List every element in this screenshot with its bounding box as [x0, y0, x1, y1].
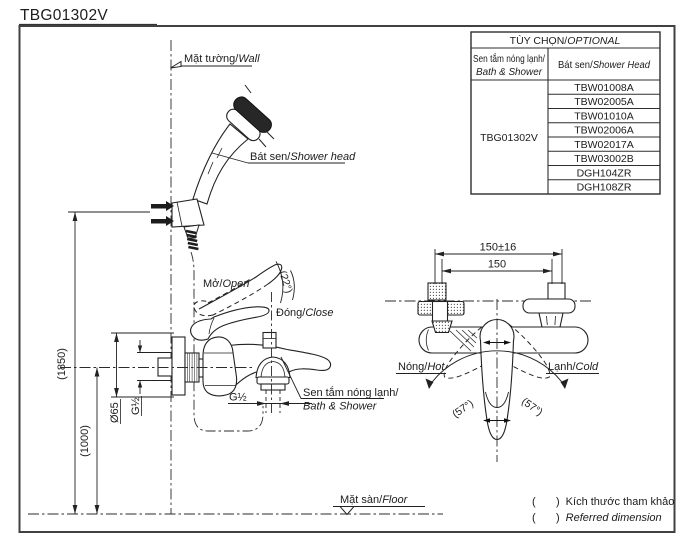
svg-text:150±16: 150±16: [480, 242, 517, 254]
legend: ( )Kích thước tham khảo ( )Referred dime…: [532, 496, 674, 524]
open-label: Mở/Open: [203, 278, 249, 290]
table-title: TÙY CHỌN/OPTIONAL: [510, 34, 621, 47]
cold-union: [522, 282, 576, 328]
svg-text:Nóng/Hot: Nóng/Hot: [398, 361, 445, 373]
close-label: Đóng/Close: [276, 307, 333, 319]
col-bath-shower-en: Bath & Shower: [476, 66, 542, 78]
options-table: TÙY CHỌN/OPTIONAL Sen tắm nóng lạnh/ Bat…: [470, 31, 661, 195]
svg-text:(1000): (1000): [79, 425, 91, 457]
floor-label: Mặt sàn/Floor: [333, 494, 425, 516]
wall-label: Mặt tường/Wall: [170, 53, 260, 69]
head-option-5: TBW02017A: [574, 139, 634, 151]
col-shower-head: Bát sen/Shower Head: [558, 59, 651, 71]
shower-head-label: Bát sen/Shower head: [211, 151, 356, 164]
faucet-front-view: 150±16 150 (57°) (57°) Nóng/Hot Lạnh/Col…: [385, 242, 599, 462]
svg-text:Bát sen/Shower head: Bát sen/Shower head: [250, 151, 356, 163]
head-option-8: DGH108ZR: [577, 182, 632, 194]
svg-text:(: (: [532, 496, 536, 508]
page-border: [18, 25, 676, 533]
svg-text:150: 150: [488, 259, 506, 271]
bath-shower-label: Sen tắm nóng lạnh/ Bath & Shower: [280, 356, 399, 413]
head-option-6: TBW03002B: [574, 153, 634, 165]
head-option-2: TBW02005A: [574, 96, 634, 108]
hose-line: [190, 251, 264, 432]
swing-arrow-bottom: [483, 418, 511, 423]
svg-text:Lạnh/Cold: Lạnh/Cold: [548, 361, 599, 373]
head-option-1: TBW01008A: [574, 82, 634, 94]
svg-text:)Kích thước tham khảo: )Kích thước tham khảo: [556, 496, 674, 508]
dim-150-16: 150±16: [434, 242, 563, 284]
svg-text:G½: G½: [130, 397, 142, 415]
dim-150: 150: [441, 259, 553, 284]
svg-text:)Referred dimension: )Referred dimension: [556, 512, 662, 524]
svg-text:Mặt sàn/Floor: Mặt sàn/Floor: [340, 494, 409, 506]
swing-left-label: (57°): [450, 398, 476, 421]
svg-text:Sen tắm nóng lạnh/: Sen tắm nóng lạnh/: [303, 386, 399, 399]
dim-wall-thread: G½: [130, 340, 171, 416]
head-option-4: TBW02006A: [574, 125, 634, 137]
svg-text:G½: G½: [229, 392, 247, 404]
hot-label: Nóng/Hot: [396, 361, 446, 374]
dim-flange-dia: Ø65: [109, 332, 174, 424]
head-option-3: TBW01010A: [574, 111, 634, 123]
svg-text:(: (: [532, 512, 536, 524]
svg-text:(1850): (1850): [56, 348, 68, 380]
hose-coil: [185, 229, 199, 251]
mounting-screws: [151, 201, 174, 226]
col-bath-shower: Sen tắm nóng lạnh/: [473, 52, 545, 65]
shower-hand-unit: Bát sen/Shower head: [192, 84, 356, 205]
svg-text:Bath & Shower: Bath & Shower: [303, 401, 378, 413]
faucet-side-view: (22°): [157, 261, 332, 413]
shower-bracket: [151, 198, 205, 251]
head-option-7: DGH104ZR: [577, 168, 632, 180]
page-title: TBG01302V: [20, 7, 108, 24]
dim-1000: (1000): [79, 367, 100, 514]
dim-outlet-thread: G½: [228, 392, 312, 406]
cold-label: Lạnh/Cold: [546, 361, 599, 374]
dim-1850: (1850): [56, 211, 150, 514]
hot-union: [417, 282, 465, 334]
model-cell: TBG01302V: [480, 132, 538, 144]
svg-text:Ø65: Ø65: [109, 402, 121, 423]
swing-right-label: (57°): [519, 396, 545, 419]
svg-text:Mặt tường/Wall: Mặt tường/Wall: [184, 53, 260, 65]
